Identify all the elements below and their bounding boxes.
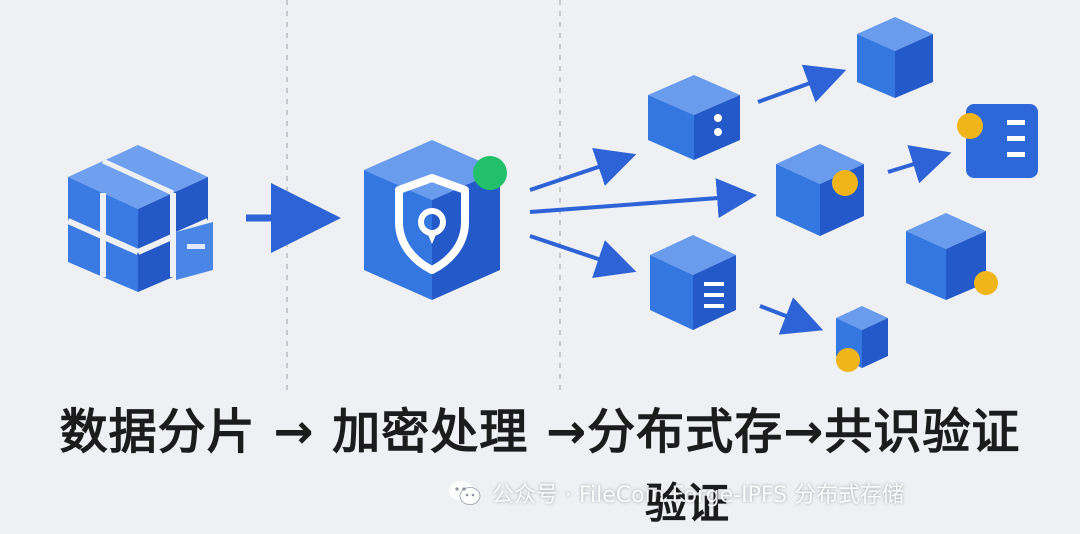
storage-node-cube-icon: [648, 75, 740, 160]
flow-arrow-3: [529, 178, 757, 219]
verified-badge-icon: [832, 170, 858, 196]
storage-node-cube-icon: [906, 213, 998, 300]
storage-node-cube-icon: [776, 144, 864, 236]
verified-badge-icon: [836, 348, 860, 372]
flow-arrow-5: [757, 64, 847, 104]
status-dot-icon: [473, 156, 507, 190]
storage-node-cube-icon: [836, 306, 888, 372]
flow-arrow-6: [887, 145, 952, 184]
storage-node-cube-icon: [650, 235, 736, 330]
verified-badge-icon: [957, 113, 983, 139]
flow-arrow-7: [759, 297, 824, 335]
wechat-icon: [449, 481, 481, 505]
flow-arrow-4: [529, 234, 637, 279]
data-shard-cube-icon: [66, 145, 213, 292]
process-caption-wrap: 验证: [645, 479, 730, 528]
watermark-text: 公众号 · FileCoin Forge-IPFS 分布式存储: [492, 483, 905, 508]
process-caption: 数据分片 → 加密处理 →分布式存→共识验证: [59, 404, 1021, 460]
storage-node-document-icon: [957, 104, 1038, 178]
storage-node-cube-icon: [857, 17, 933, 98]
watermark: 公众号 · FileCoin Forge-IPFS 分布式存储: [448, 478, 904, 508]
encryption-shield-cube-icon: [364, 140, 507, 300]
flow-arrow-2: [529, 147, 637, 192]
verified-badge-icon: [974, 271, 998, 295]
